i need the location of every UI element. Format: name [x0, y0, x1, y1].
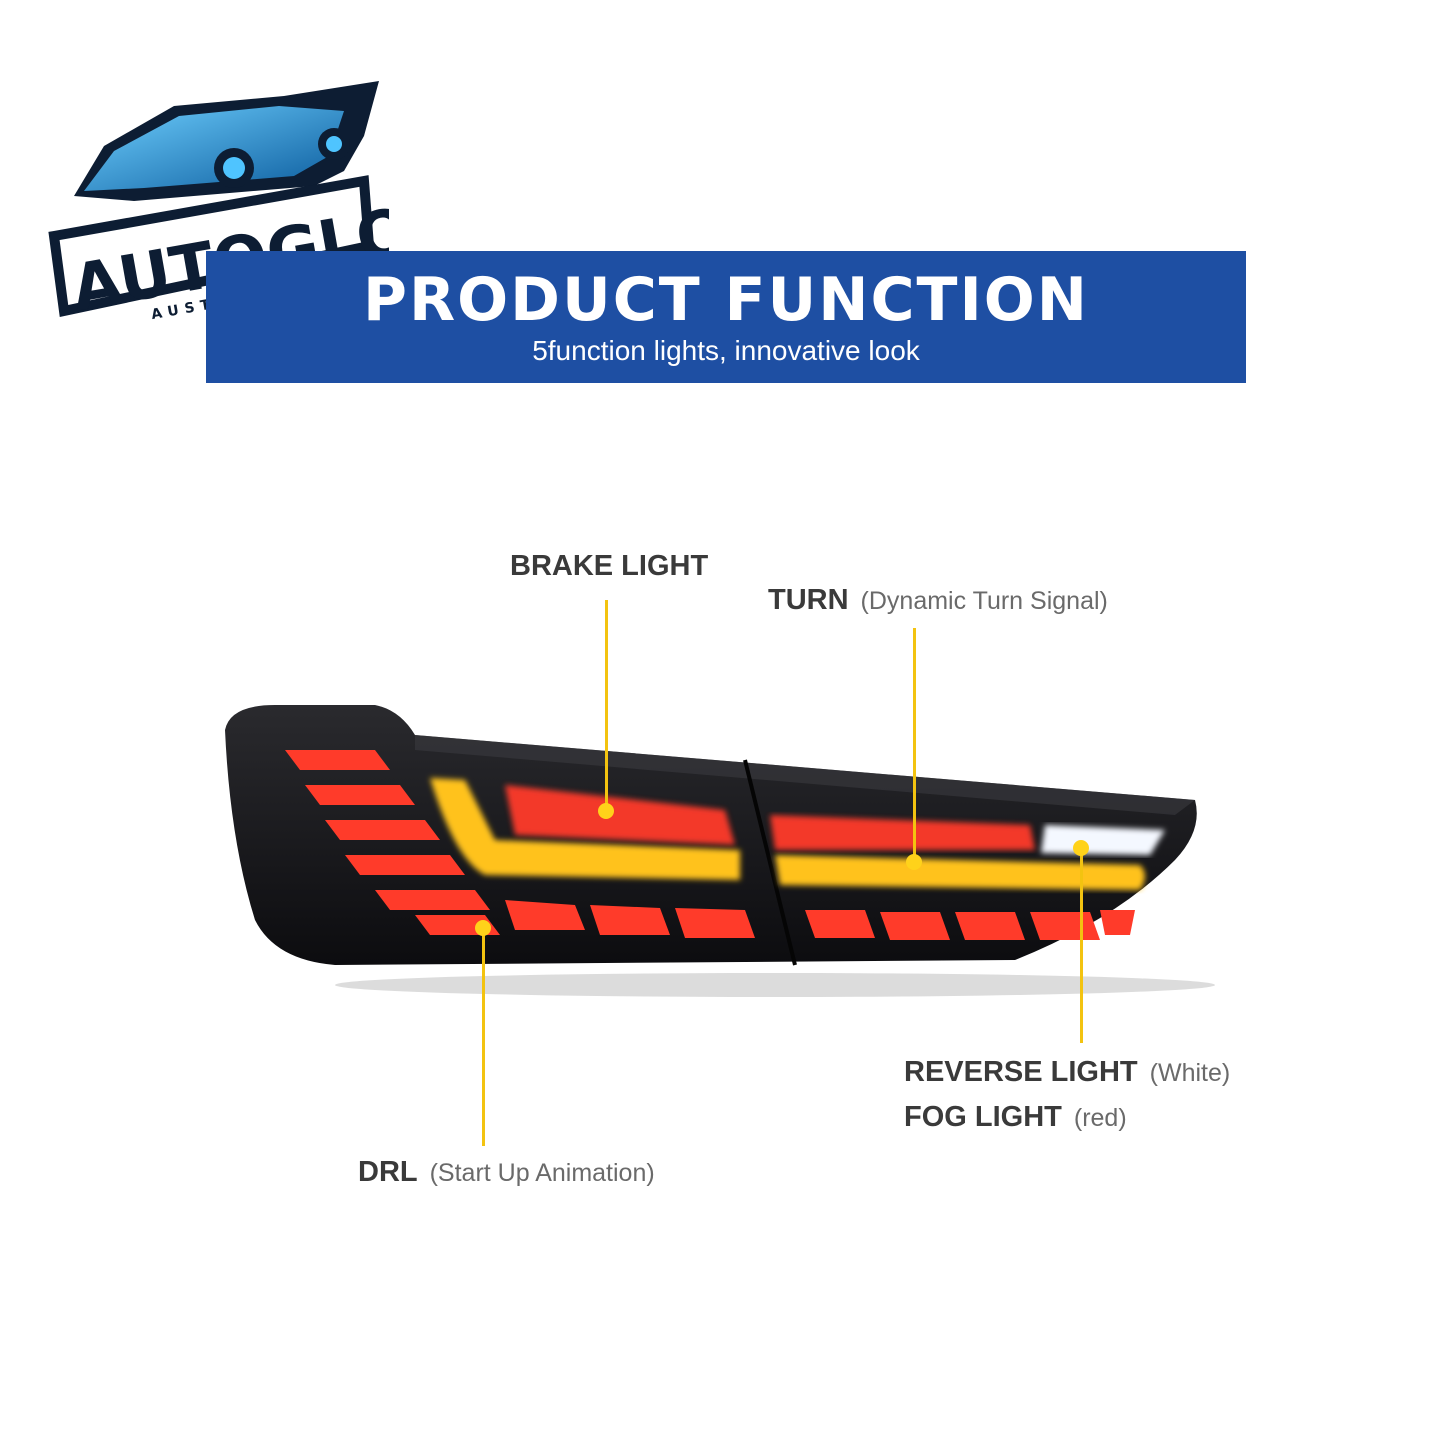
reverse-light-label: REVERSE LIGHT (White)	[904, 1056, 1230, 1089]
turn-leader-line	[913, 628, 916, 860]
brake-marker-dot	[598, 803, 614, 819]
drl-leader-line	[482, 928, 485, 1146]
brake-light-text: BRAKE LIGHT	[510, 550, 709, 582]
product-function-banner: PRODUCT FUNCTION 5function lights, innov…	[206, 251, 1246, 383]
reverse-marker-dot	[1073, 840, 1089, 856]
banner-title: PRODUCT FUNCTION	[363, 265, 1089, 335]
turn-label: TURN (Dynamic Turn Signal)	[768, 584, 1108, 617]
reverse-leader-line	[1080, 848, 1083, 1043]
turn-note: (Dynamic Turn Signal)	[860, 587, 1108, 615]
brake-light-label: BRAKE LIGHT	[510, 550, 708, 583]
drl-text: DRL	[358, 1156, 418, 1188]
brake-leader-line	[605, 600, 608, 810]
drl-marker-dot	[475, 920, 491, 936]
banner-subtitle: 5function lights, innovative look	[532, 335, 920, 366]
reverse-light-text: REVERSE LIGHT	[904, 1056, 1138, 1088]
fog-note: (red)	[1073, 1104, 1127, 1132]
turn-marker-dot	[906, 854, 922, 870]
tail-lamp-image	[215, 690, 1215, 1010]
drl-label: DRL (Start Up Animation)	[358, 1156, 655, 1189]
drl-note: (Start Up Animation)	[429, 1159, 655, 1187]
fog-light-text: FOG LIGHT	[904, 1101, 1062, 1133]
fog-light-label: FOG LIGHT (red)	[904, 1101, 1127, 1134]
turn-text: TURN	[768, 584, 849, 616]
reverse-note: (White)	[1149, 1059, 1231, 1087]
